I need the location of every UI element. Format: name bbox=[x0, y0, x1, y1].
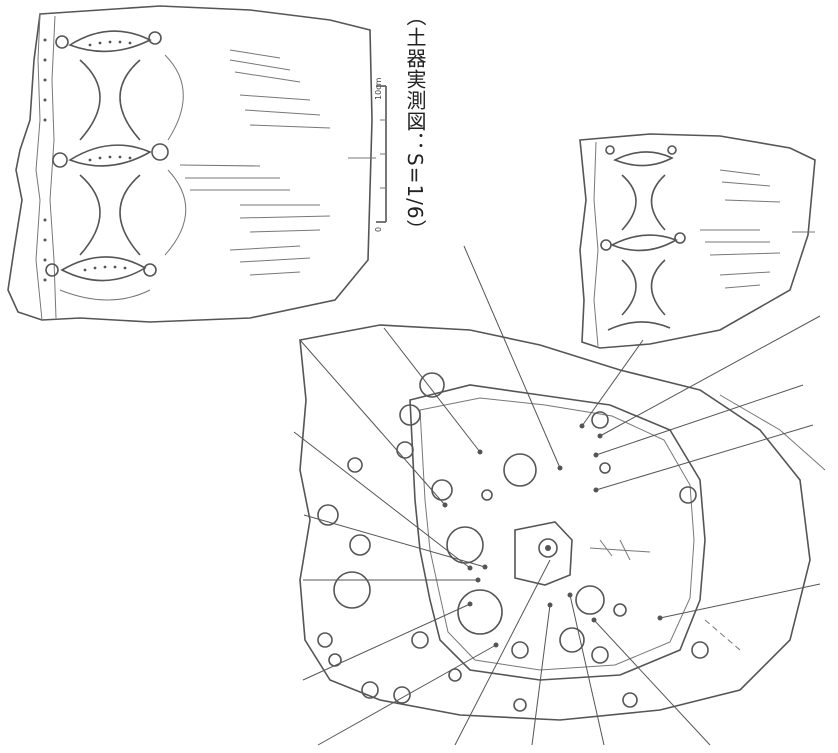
scale-max-label: 10cm bbox=[374, 77, 383, 100]
scale-zero-label: 0 bbox=[374, 227, 383, 232]
site-plan bbox=[293, 245, 826, 746]
pottery-drawing-large bbox=[7, 5, 376, 323]
pottery-drawing-small bbox=[579, 133, 816, 349]
figure-caption: （土器実測図：S=1/6） bbox=[403, 6, 427, 241]
scale-bar: 0 10cm bbox=[374, 77, 387, 232]
